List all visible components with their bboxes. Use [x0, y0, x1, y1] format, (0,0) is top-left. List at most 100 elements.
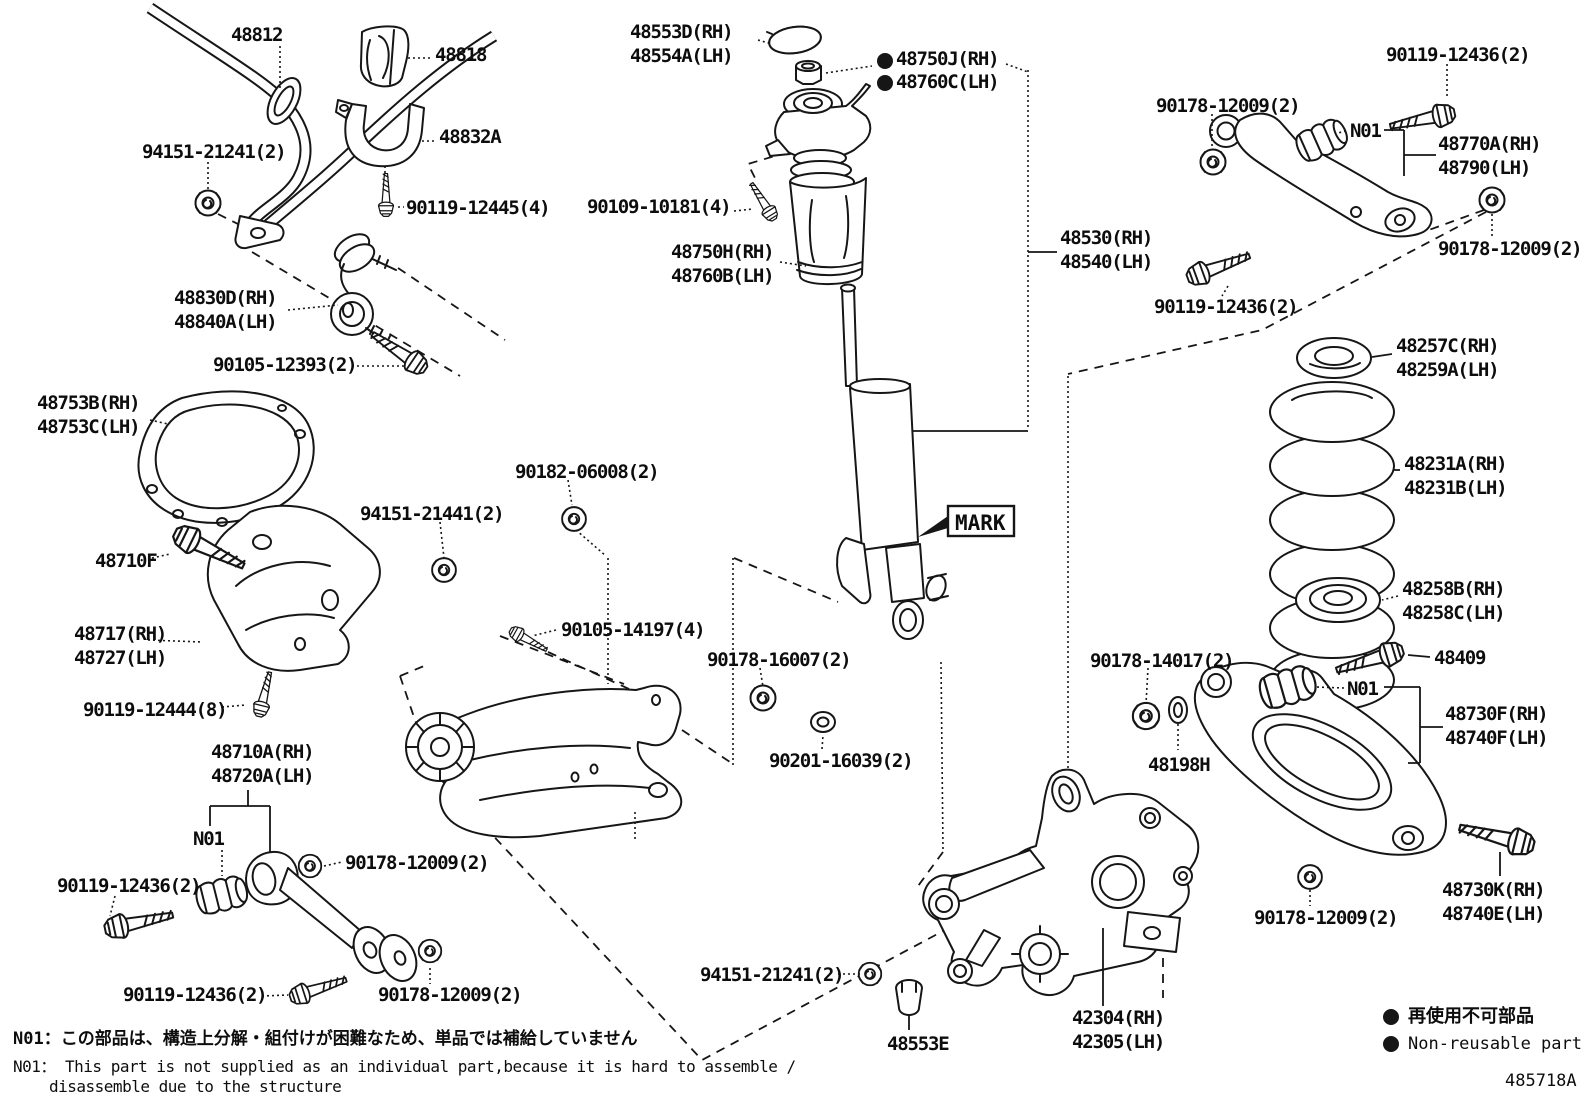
part-label-42305: 42305(LH) — [1072, 1031, 1165, 1053]
part-label-n01-a: N01 — [193, 828, 225, 850]
part-label-48553e: 48553E — [887, 1033, 950, 1055]
part-label-48198h: 48198H — [1148, 754, 1211, 776]
legend-non-reusable-jp: 再使用不可部品 — [1408, 1006, 1534, 1027]
part-label-90119-12436-b: 90119-12436(2) — [123, 984, 268, 1006]
part-label-48231a: 48231A(RH) — [1404, 453, 1508, 475]
part-label-90119-12436-c: 90119-12436(2) — [1386, 44, 1531, 66]
bolt-90109-10181 — [744, 178, 782, 225]
part-label-90178-12009-a: 90178-12009(2) — [345, 852, 490, 874]
part-label-90119-12436-a: 90119-12436(2) — [57, 875, 202, 897]
toe-link-drawing — [192, 851, 418, 982]
nut-90178-12009-e — [1297, 864, 1323, 890]
part-label-48717: 48717(RH) — [74, 623, 167, 645]
part-label-90119-12444: 90119-12444(8) — [83, 699, 228, 721]
part-label-48258b: 48258B(RH) — [1402, 578, 1506, 600]
part-label-48840a: 48840A(LH) — [174, 311, 278, 333]
washer-90201-16039 — [810, 711, 836, 733]
nut-90178-12009-d — [1478, 186, 1506, 214]
part-label-90178-12009-c: 90178-12009(2) — [1156, 95, 1301, 117]
part-label-48530: 48530(RH) — [1060, 227, 1153, 249]
bolt-90119-12436-b — [286, 969, 351, 1009]
part-label-90109-10181: 90109-10181(4) — [587, 196, 732, 218]
part-label-n01-c: N01 — [1347, 678, 1379, 700]
nut-94151-21241-b — [857, 961, 883, 987]
part-label-94151-21241-a: 94151-21241(2) — [142, 141, 287, 163]
stabilizer-bushing-drawing — [359, 25, 410, 88]
note-jp: N01：この部品は、構造上分解・組付けが困難なため、単品では補給していません — [13, 1029, 638, 1049]
shock-absorber-drawing — [765, 25, 949, 640]
part-label-48259a: 48259A(LH) — [1396, 359, 1500, 381]
part-label-48760c: 48760C(LH) — [896, 71, 1000, 93]
mark-callout — [918, 504, 1016, 538]
arm-bracket-drawing — [206, 504, 381, 672]
part-label-48750h: 48750H(RH) — [671, 241, 775, 263]
trailing-arm-drawing — [405, 684, 683, 839]
part-label-48710f: 48710F — [95, 550, 158, 572]
legend-non-reusable-en: Non-reusable part — [1408, 1034, 1582, 1054]
cap-48553d — [766, 25, 822, 55]
part-label-48740f: 48740F(LH) — [1445, 727, 1549, 749]
part-label-90178-12009-e: 90178-12009(2) — [1254, 907, 1399, 929]
part-label-90178-12009-d: 90178-12009(2) — [1438, 238, 1583, 260]
part-label-90119-12436-d: 90119-12436(2) — [1154, 296, 1299, 318]
part-label-48553d: 48553D(RH) — [630, 21, 734, 43]
doc-number: 485718A — [1505, 1071, 1577, 1091]
bolt-90119-12444 — [250, 669, 279, 720]
note-en-line2: disassemble due to the structure — [49, 1077, 342, 1096]
nut-90178-14017 — [1131, 701, 1161, 731]
part-label-mark: MARK — [955, 511, 1006, 535]
part-label-48710a: 48710A(RH) — [211, 741, 315, 763]
part-label-48231b: 48231B(LH) — [1404, 477, 1508, 499]
part-label-48753c: 48753C(LH) — [37, 416, 141, 438]
bolt-90119-12445 — [377, 172, 395, 217]
part-label-48812: 48812 — [231, 24, 283, 46]
stabilizer-bar-drawing — [146, 3, 498, 250]
part-label-48257c: 48257C(RH) — [1396, 335, 1500, 357]
bolt-90119-12436-d — [1182, 244, 1255, 290]
stabilizer-link-drawing — [330, 233, 399, 351]
knuckle-drawing — [922, 768, 1200, 996]
part-label-48730f: 48730F(RH) — [1445, 703, 1549, 725]
bolt-48730k — [1455, 813, 1538, 860]
part-label-48750j: 48750J(RH) — [896, 48, 1000, 70]
part-label-48727: 48727(LH) — [74, 647, 167, 669]
part-label-48818: 48818 — [435, 44, 487, 66]
part-label-48720a: 48720A(LH) — [211, 765, 315, 787]
nut-94151-21241-a — [194, 189, 222, 217]
spring-lower-seat-drawing — [1295, 577, 1381, 623]
part-label-48770a: 48770A(RH) — [1438, 133, 1542, 155]
bolt-90119-12436-a — [101, 902, 177, 943]
part-label-90178-14017: 90178-14017(2) — [1090, 650, 1235, 672]
part-label-90105-14197: 90105-14197(4) — [561, 619, 706, 641]
part-label-n01-b: N01 — [1350, 120, 1382, 142]
part-label-42304: 42304(RH) — [1072, 1007, 1165, 1029]
part-label-90178-16007: 90178-16007(2) — [707, 649, 852, 671]
nut-90178-12009-a — [297, 853, 323, 879]
part-label-90105-12393: 90105-12393(2) — [213, 354, 358, 376]
part-label-48790: 48790(LH) — [1438, 157, 1531, 179]
nut-94151-21441 — [431, 557, 457, 583]
part-label-48830d: 48830D(RH) — [174, 287, 278, 309]
part-label-48740e: 48740E(LH) — [1442, 903, 1546, 925]
part-label-94151-21241-b: 94151-21241(2) — [700, 964, 845, 986]
part-label-90178-12009-b: 90178-12009(2) — [378, 984, 523, 1006]
upper-control-arm-drawing — [1209, 112, 1433, 238]
bolt-90119-12436-c — [1387, 100, 1458, 139]
part-label-48554a: 48554A(LH) — [630, 45, 734, 67]
nut-90178-12009-c — [1199, 148, 1227, 176]
part-label-48540: 48540(LH) — [1060, 251, 1153, 273]
leader-lines — [109, 39, 1501, 1030]
lower-control-arm-drawing — [1193, 661, 1447, 856]
part-label-48730k: 48730K(RH) — [1442, 879, 1546, 901]
bolt-90105-14197 — [506, 623, 551, 657]
part-label-94151-21441: 94151-21441(2) — [360, 503, 505, 525]
part-label-90119-12445: 90119-12445(4) — [406, 197, 551, 219]
nut-90178-16007 — [749, 684, 777, 712]
note-en-line1: N01： This part is not supplied as an ind… — [13, 1057, 796, 1076]
spring-upper-seat-drawing — [1296, 337, 1372, 379]
nut-90178-12009-b — [417, 938, 443, 964]
part-label-90182-06008: 90182-06008(2) — [515, 461, 660, 483]
bolt-90105-12393 — [365, 324, 433, 380]
